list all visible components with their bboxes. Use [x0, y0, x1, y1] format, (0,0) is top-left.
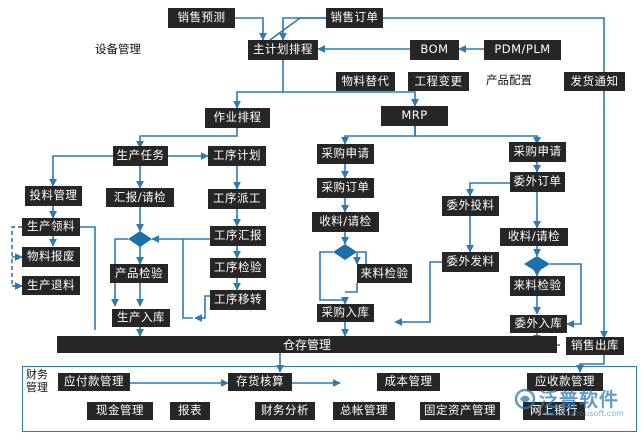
- node-receivables: 应收款管理: [527, 373, 603, 391]
- node-material-scrap: 物料报废: [22, 247, 80, 267]
- node-production-task: 生产任务: [113, 146, 168, 166]
- node-outsource-order: 委外订单: [510, 172, 565, 192]
- node-purchase-order: 采购订单: [317, 178, 374, 198]
- node-process-transfer: 工序移转: [210, 290, 266, 310]
- node-incoming-inspection-2: 来料检验: [510, 276, 565, 296]
- node-cash-mgmt: 现金管理: [87, 402, 153, 420]
- node-process-report: 工序汇报: [210, 226, 266, 246]
- decision-diamond-outsource: [524, 256, 550, 272]
- node-master-schedule: 主计划排程: [248, 40, 318, 60]
- node-job-scheduling: 作业排程: [205, 108, 270, 128]
- node-bom: BOM: [410, 40, 459, 60]
- node-receive-check-2: 收料/请检: [500, 228, 568, 246]
- node-product-inspection: 产品检验: [110, 264, 168, 283]
- node-feed-mgmt: 投料管理: [25, 186, 82, 206]
- finance-section-frame: [22, 366, 637, 432]
- node-sales-order: 销售订单: [326, 8, 383, 28]
- node-engineering-change: 工程变更: [408, 72, 469, 91]
- watermark-logo-url: www.fanpusoft.com: [545, 409, 624, 418]
- node-outsource-feed: 委外投料: [442, 196, 499, 216]
- node-report-check: 汇报/请检: [106, 188, 174, 207]
- node-process-inspection: 工序检验: [210, 258, 266, 278]
- node-material-substitute: 物料替代: [336, 72, 395, 91]
- node-production-picking: 生产领料: [22, 218, 80, 236]
- decision-diamond-purchase: [333, 244, 357, 260]
- node-warehouse-mgmt: 仓存管理: [57, 336, 557, 353]
- node-mrp: MRP: [381, 106, 448, 126]
- node-fixed-assets: 固定资产管理: [420, 402, 500, 420]
- node-reports: 报表: [170, 402, 210, 420]
- watermark-logo-text: 泛普软件: [539, 389, 620, 411]
- logo-mark-icon: [514, 388, 536, 409]
- node-pdm-plm: PDM/PLM: [484, 40, 561, 60]
- node-production-return: 生产退料: [22, 276, 80, 295]
- node-sales-outbound: 销售出库: [566, 337, 624, 355]
- finance-section-title: 财务管理: [26, 368, 48, 394]
- node-shipping-notice: 发货通知: [564, 72, 625, 91]
- label-equipment-mgmt: 设备管理: [95, 42, 141, 56]
- node-outsource-dispatch: 委外发料: [442, 252, 499, 272]
- node-incoming-inspection-1: 来料检验: [357, 264, 412, 283]
- node-financial-analysis: 财务分析: [255, 402, 315, 420]
- decision-diamond-production: [128, 231, 152, 247]
- node-cost-mgmt: 成本管理: [377, 373, 440, 391]
- decision-diamonds: [128, 231, 550, 272]
- node-process-plan: 工序计划: [208, 146, 266, 166]
- node-inventory-accounting: 存货核算: [228, 373, 292, 391]
- node-purchase-request-2: 采购申请: [509, 142, 566, 162]
- node-purchase-warehousing: 采购入库: [317, 304, 374, 322]
- node-online-banking: 网上银行: [523, 402, 585, 420]
- node-general-ledger: 总帐管理: [333, 402, 395, 420]
- node-receive-check-1: 收料/请检: [312, 212, 379, 232]
- warehouse-mgmt-label: 仓存管理: [282, 338, 331, 352]
- node-purchase-request-1: 采购申请: [317, 144, 374, 164]
- node-payables: 应付款管理: [58, 373, 130, 391]
- node-process-dispatch: 工序派工: [208, 189, 266, 209]
- node-sales-forecast: 销售预测: [168, 8, 235, 28]
- node-outsource-warehousing: 委外入库: [510, 315, 567, 333]
- watermark-logo: 泛普软件: [514, 385, 619, 412]
- label-product-config: 产品配置: [486, 73, 532, 87]
- node-production-warehousing: 生产入库: [112, 309, 170, 327]
